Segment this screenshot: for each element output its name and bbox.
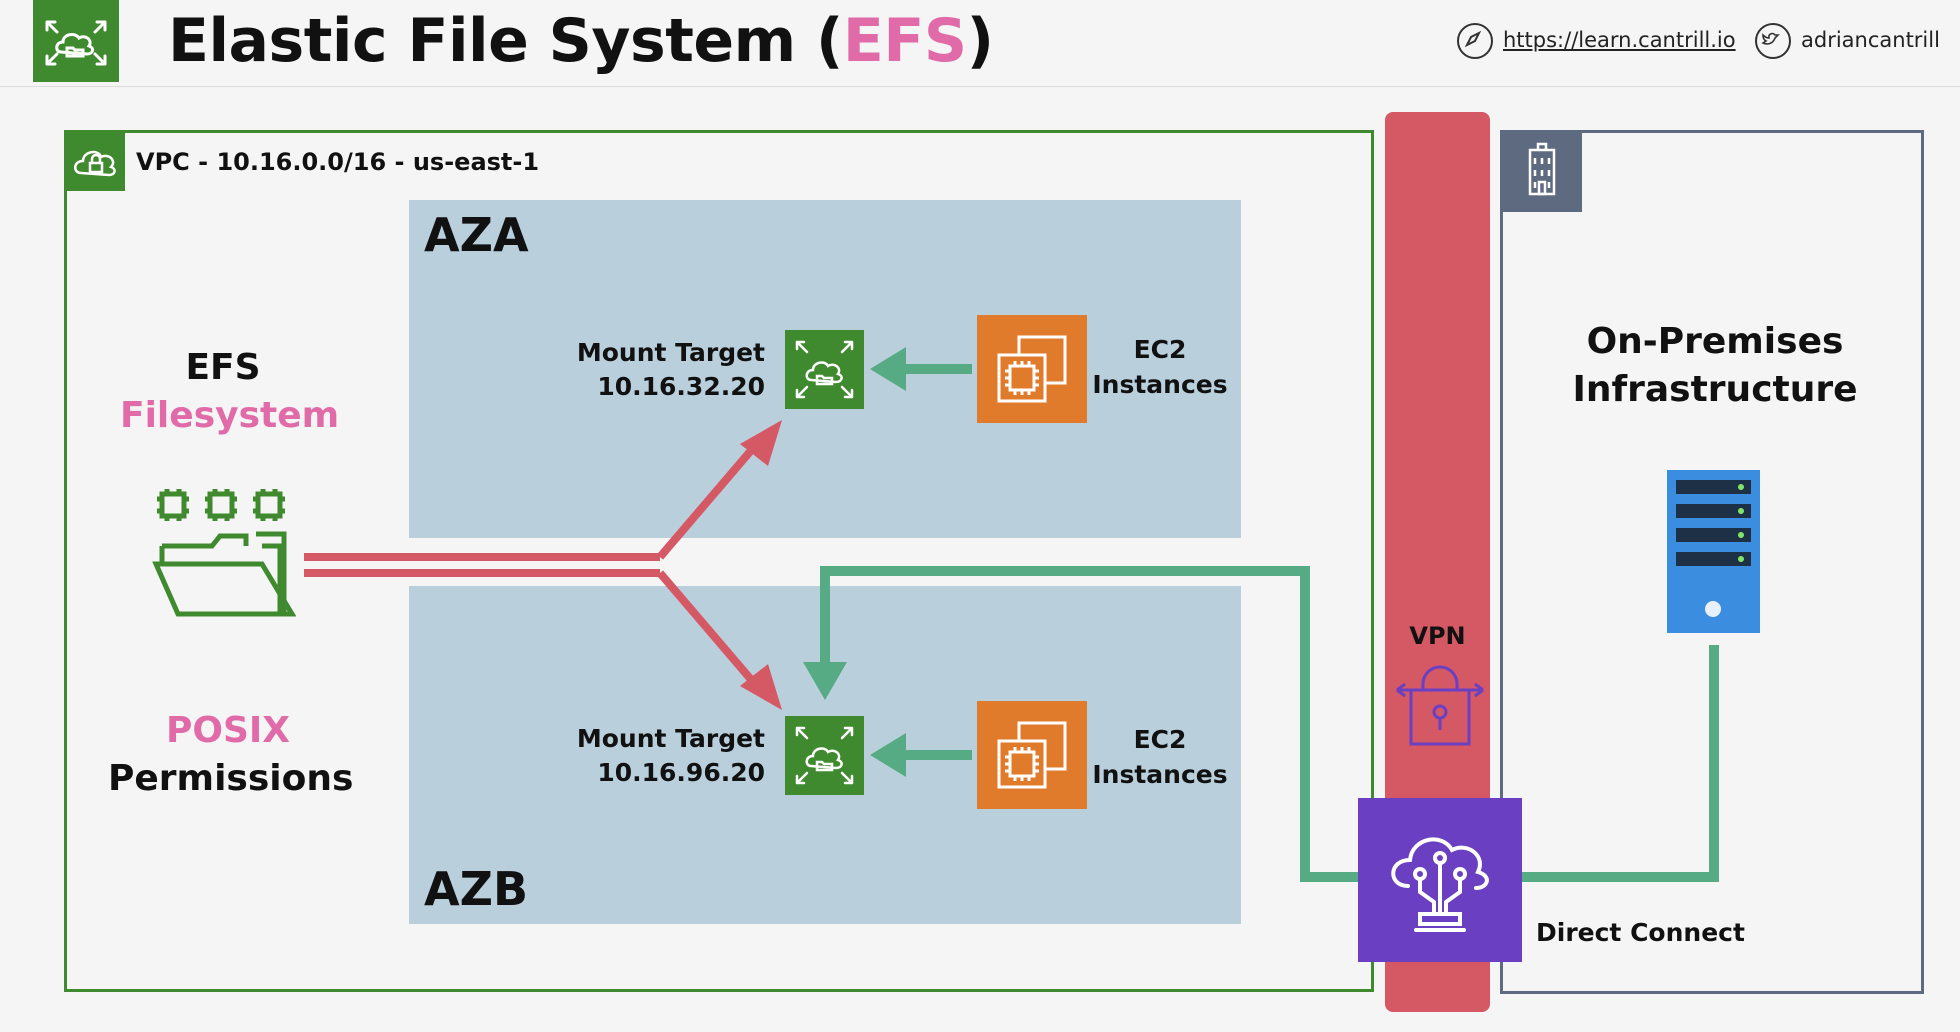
direct-connect-path — [820, 566, 1360, 882]
efs-label: EFS Filesystem — [120, 347, 340, 436]
on-prem-link-path — [1522, 645, 1719, 882]
azb-ec2-label: EC2 Instances — [1092, 725, 1228, 789]
azb-mount-target-icon — [785, 716, 864, 795]
course-url[interactable]: https://learn.cantrill.io — [1503, 28, 1736, 52]
on-premises-boundary — [1500, 130, 1924, 994]
vpc-boundary — [64, 130, 1374, 992]
arrow-head-direct-connect — [803, 662, 847, 700]
building-icon — [1502, 132, 1582, 212]
twitter-handle: adriancantrill — [1801, 28, 1940, 52]
aza-ec2-icon — [977, 315, 1087, 423]
aza-ec2-label: EC2 Instances — [1092, 335, 1228, 399]
azb-mount-target-label: Mount Target 10.16.96.20 — [576, 724, 765, 787]
on-premises-title: On-Premises Infrastructure — [1572, 321, 1858, 410]
aza-mount-target-label: Mount Target 10.16.32.20 — [576, 338, 765, 401]
page-title: Elastic File System (EFS) — [168, 6, 994, 76]
direct-connect-label: Direct Connect — [1536, 918, 1745, 947]
server-icon — [1667, 470, 1760, 633]
azb-label: AZB — [424, 862, 529, 916]
compass-icon — [1457, 23, 1493, 59]
azb-ec2-icon — [977, 701, 1087, 809]
vpn-label: VPN — [1409, 622, 1466, 650]
vpc-label: VPC - 10.16.0.0/16 - us-east-1 — [136, 148, 540, 176]
efs-to-aza-arrow-line — [656, 437, 764, 560]
ec2-to-mount-arrow-aza — [870, 347, 906, 391]
twitter-icon — [1755, 23, 1791, 59]
efs-to-azb-arrow-line — [656, 570, 764, 693]
twitter-link[interactable]: adriancantrill — [1755, 22, 1940, 59]
vpn-lock-icon — [1395, 660, 1485, 756]
aza-label: AZA — [424, 208, 529, 262]
course-link[interactable]: https://learn.cantrill.io — [1457, 22, 1736, 59]
efs-logo-icon — [33, 0, 119, 82]
aza-mount-target-icon — [785, 330, 864, 409]
header-bar — [0, 0, 1960, 87]
direct-connect-icon — [1358, 798, 1522, 962]
arrow-head-azb — [740, 664, 782, 710]
title-accent: EFS — [842, 6, 967, 76]
arrow-head-aza — [740, 420, 782, 466]
ec2-to-mount-arrow-azb — [870, 733, 906, 777]
posix-label: POSIX Permissions — [108, 710, 354, 799]
vpc-icon — [67, 133, 125, 191]
efs-filesystem-icon — [152, 484, 296, 618]
